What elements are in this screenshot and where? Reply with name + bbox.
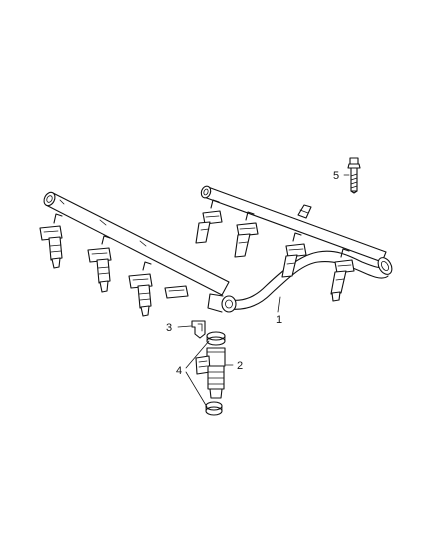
left-fuel-rail-tube bbox=[43, 191, 230, 296]
injector-left-1 bbox=[39, 213, 63, 269]
injector-left-4 bbox=[164, 285, 189, 299]
bolt bbox=[347, 157, 361, 194]
injector-right-3 bbox=[281, 232, 307, 278]
injector-left-2 bbox=[87, 235, 112, 293]
crossover-tube bbox=[207, 250, 389, 313]
right-fuel-rail-tube bbox=[200, 185, 393, 275]
o-ring-lower bbox=[205, 401, 223, 416]
leader-lines bbox=[177, 174, 350, 408]
injector-right-2 bbox=[234, 211, 259, 258]
callout-4: 4 bbox=[176, 365, 182, 377]
fuel-injector-detail bbox=[195, 347, 226, 399]
callout-3: 3 bbox=[166, 322, 172, 334]
injector-left-3 bbox=[128, 261, 153, 317]
callout-1: 1 bbox=[276, 314, 282, 326]
retainer-clip bbox=[191, 320, 206, 339]
callout-2: 2 bbox=[237, 360, 243, 372]
callout-5: 5 bbox=[333, 170, 339, 182]
o-ring-upper bbox=[206, 331, 226, 346]
injector-right-4 bbox=[330, 248, 355, 302]
injector-right-1 bbox=[195, 199, 223, 244]
